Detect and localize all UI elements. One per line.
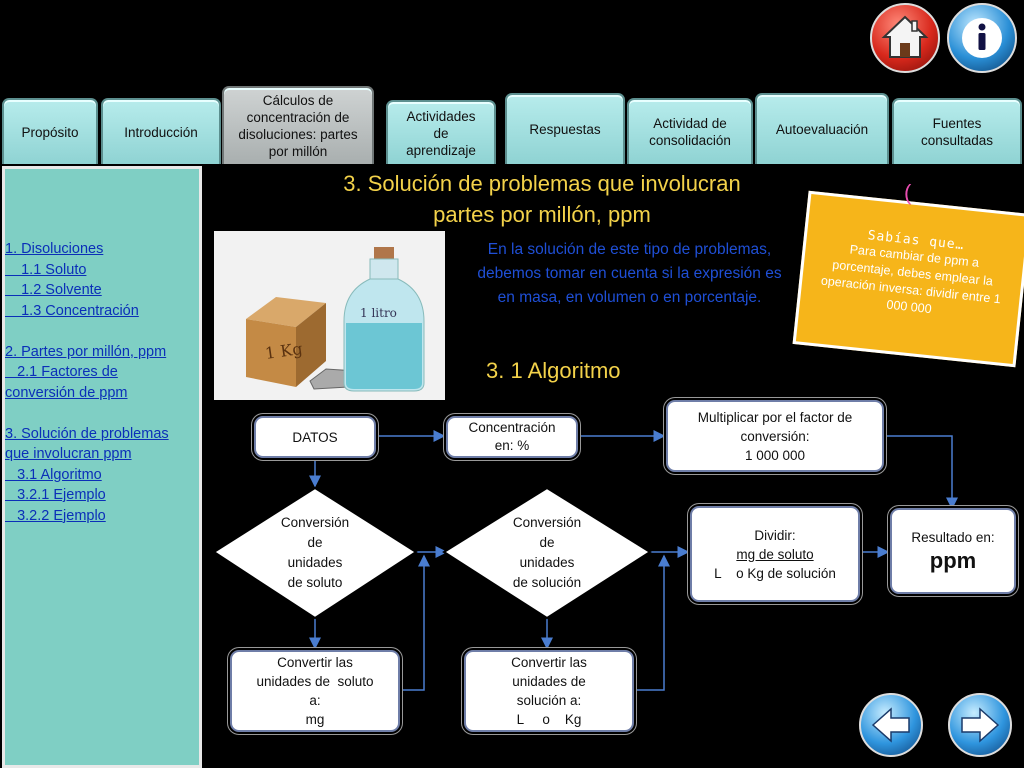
sidebar-item-factores[interactable]: 2.1 Factores de bbox=[5, 364, 118, 380]
flow-text: mg bbox=[305, 712, 325, 727]
flow-text: unidades de bbox=[512, 674, 586, 689]
tab-label: Respuestas bbox=[529, 122, 601, 137]
tab-label: Actividades de aprendizaje bbox=[406, 108, 476, 158]
flow-concentracion: Concentración en: % bbox=[446, 416, 578, 458]
flow-text: solución a: bbox=[516, 693, 582, 708]
flow-text: en: % bbox=[494, 438, 530, 453]
info-button[interactable] bbox=[947, 3, 1017, 73]
flow-multiplicar: Multiplicar por el factor de conversión:… bbox=[666, 400, 884, 472]
flow-text: unidades bbox=[287, 555, 343, 570]
tab-calculos[interactable]: Cálculos de concentración de disolucione… bbox=[222, 86, 374, 164]
sidebar-list: 1. Disoluciones 1.1 Soluto 1.2 Solvente … bbox=[5, 239, 169, 526]
arrow-left-icon bbox=[871, 707, 910, 743]
info-icon bbox=[962, 18, 1002, 58]
sidebar-item-algoritmo[interactable]: 3.1 Algoritmo bbox=[5, 466, 102, 483]
tab-actividad-consolidacion[interactable]: Actividad de consolidación bbox=[627, 98, 753, 164]
flow-text: conversión: bbox=[740, 428, 810, 444]
flow-result-ppm: ppm bbox=[929, 547, 977, 573]
sidebar-item-ejemplo-1[interactable]: 3.2.1 Ejemplo bbox=[5, 487, 106, 503]
flow-text: Convertir las bbox=[511, 655, 587, 670]
bottle-label: 1 litro bbox=[360, 306, 397, 320]
flow-text: Concentración bbox=[468, 420, 556, 435]
arrow-right-icon bbox=[961, 707, 1000, 743]
tab-actividades[interactable]: Actividades de aprendizaje bbox=[386, 100, 496, 164]
cube-bottle-image: 1 Kg 1 litro bbox=[246, 247, 425, 392]
page-title-line1: 3. Solución de problemas que involucran bbox=[343, 171, 741, 196]
tab-label: Actividad de consolidación bbox=[649, 116, 731, 148]
sidebar-item-ppm[interactable]: 2. Partes por millón, ppm bbox=[5, 343, 167, 360]
tab-autoevaluacion[interactable]: Autoevaluación bbox=[755, 93, 889, 164]
flow-text: de bbox=[307, 535, 323, 550]
flow-text: Resultado en: bbox=[911, 529, 995, 545]
page-title-line2: partes por millón, ppm bbox=[433, 202, 651, 227]
tab-label: Cálculos de concentración de disolucione… bbox=[238, 93, 358, 159]
sidebar-item-disoluciones[interactable]: 1. Disoluciones bbox=[5, 241, 104, 257]
tab-proposito[interactable]: Propósito bbox=[2, 98, 98, 164]
flow-text: Convertir las bbox=[277, 655, 353, 670]
flow-text: L o Kg de solución bbox=[714, 565, 836, 581]
sidebar-item-solucion-problemas-cont[interactable]: que involucran ppm bbox=[5, 446, 132, 462]
illustration-kg-litro: 1 Kg 1 litro bbox=[214, 231, 445, 400]
sidebar-item-soluto[interactable]: 1.1 Soluto bbox=[5, 261, 87, 278]
flow-text: de bbox=[539, 535, 555, 550]
flow-convertir-soluto: Convertir las unidades de soluto a: mg bbox=[230, 650, 400, 732]
flow-conversion-solucion: Conversión de unidades de solución bbox=[487, 513, 607, 593]
home-icon bbox=[881, 15, 929, 58]
sidebar: 1. Disoluciones 1.1 Soluto 1.2 Solvente … bbox=[2, 166, 202, 768]
flow-datos: DATOS bbox=[254, 416, 376, 458]
flow-text: 1 000 000 bbox=[744, 447, 806, 463]
flow-text: Conversión bbox=[512, 515, 582, 530]
bracket-decoration: ( bbox=[904, 180, 912, 205]
flow-text: de solución bbox=[512, 575, 582, 590]
tab-label: Introducción bbox=[124, 124, 198, 140]
flow-text: Multiplicar por el factor de bbox=[697, 409, 853, 425]
sidebar-item-solucion-problemas[interactable]: 3. Solución de problemas bbox=[5, 425, 169, 442]
tab-respuestas[interactable]: Respuestas bbox=[505, 93, 625, 164]
flow-text: de soluto bbox=[287, 575, 343, 590]
tab-fuentes[interactable]: Fuentes consultadas bbox=[892, 98, 1022, 164]
section-subtitle: 3. 1 Algoritmo bbox=[486, 358, 621, 383]
back-button[interactable] bbox=[859, 693, 923, 757]
flow-text: mg de soluto bbox=[736, 546, 814, 562]
flow-text: a: bbox=[309, 693, 321, 708]
sidebar-item-concentracion[interactable]: 1.3 Concentración bbox=[5, 302, 139, 319]
home-button[interactable] bbox=[870, 3, 940, 73]
flow-text: unidades bbox=[519, 555, 575, 570]
flow-text: Conversión bbox=[280, 515, 350, 530]
page-title: 3. Solución de problemas que involucran … bbox=[262, 168, 822, 230]
intro-text: En la solución de este tipo de problemas… bbox=[477, 241, 782, 306]
flow-text: Dividir: bbox=[754, 527, 796, 543]
flow-text: L o Kg bbox=[516, 712, 582, 727]
flow-resultado: Resultado en: ppm bbox=[890, 508, 1016, 594]
tab-label: Fuentes consultadas bbox=[920, 116, 994, 148]
sidebar-item-factores-cont[interactable]: conversión de ppm bbox=[5, 384, 128, 401]
tab-introduccion[interactable]: Introducción bbox=[101, 98, 221, 164]
sidebar-item-solvente[interactable]: 1.2 Solvente bbox=[5, 282, 102, 298]
forward-button[interactable] bbox=[948, 693, 1012, 757]
flow-text: unidades de soluto bbox=[256, 674, 374, 689]
flow-dividir: Dividir: mg de soluto L o Kg de solución bbox=[690, 506, 860, 602]
sidebar-item-ejemplo-2[interactable]: 3.2.2 Ejemplo bbox=[5, 507, 106, 524]
tab-label: Autoevaluación bbox=[775, 122, 869, 137]
flow-datos-label: DATOS bbox=[292, 429, 338, 445]
flow-convertir-solucion: Convertir las unidades de solución a: L … bbox=[464, 650, 634, 732]
flow-conversion-soluto: Conversión de unidades de soluto bbox=[255, 513, 375, 593]
tab-label: Propósito bbox=[21, 124, 79, 140]
